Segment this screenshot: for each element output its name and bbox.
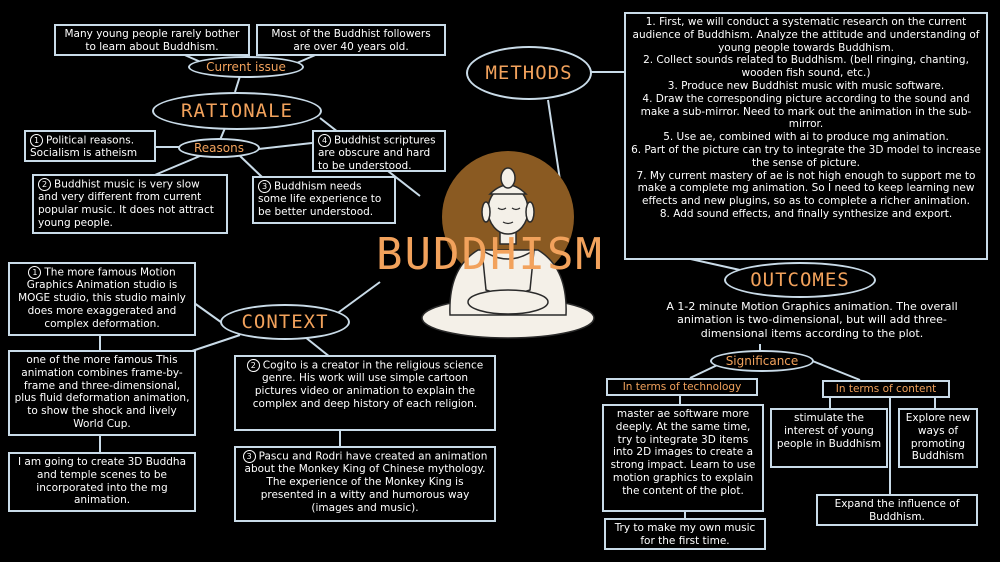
context-text: Pascu and Rodri have created an animatio… <box>244 450 488 514</box>
connector <box>304 336 331 358</box>
context-item: I am going to create 3D Buddha and templ… <box>8 452 196 512</box>
method-step: 5. Use ae, combined with ai to produce m… <box>663 131 949 144</box>
outcomes-label: OUTCOMES <box>724 262 876 298</box>
content-item: Explore new ways of promoting Buddhism <box>898 408 978 468</box>
methods-box: 1. First, we will conduct a systematic r… <box>624 12 988 260</box>
context-number: 2 <box>246 359 260 372</box>
context-item: one of the more famous This animation co… <box>8 350 196 436</box>
method-step: 7. My current mastery of ae is not high … <box>636 169 976 208</box>
method-step: 2. Collect sounds related to Buddhism. (… <box>643 54 969 80</box>
rationale-label: RATIONALE <box>152 92 322 130</box>
reason-text: Buddhism needs some life experience to b… <box>258 180 382 219</box>
reason-number: 1 <box>30 134 43 147</box>
context-text: Cogito is a creator in the religious sci… <box>252 359 484 410</box>
connector <box>809 359 861 381</box>
connector <box>547 99 561 181</box>
outcomes-summary: A 1-2 minute Motion Graphics animation. … <box>640 298 984 344</box>
context-text: one of the more famous This animation co… <box>14 354 190 430</box>
current-issue-item: Most of the Buddhist followers are over … <box>256 24 446 56</box>
significance-label: Significance <box>710 350 814 372</box>
context-label: CONTEXT <box>220 304 350 340</box>
content-item: stimulate the interest of young people i… <box>770 408 888 468</box>
technology-item: Try to make my own music for the first t… <box>604 518 766 550</box>
context-number: 1 <box>28 266 42 279</box>
connector <box>334 281 381 316</box>
technology-label: In terms of technology <box>606 378 758 396</box>
reason-text: Buddhist scriptures are obscure and hard… <box>318 134 436 172</box>
context-number: 3 <box>242 450 256 463</box>
method-step: 6. Part of the picture can try to integr… <box>631 143 981 169</box>
reasons-label: Reasons <box>178 138 260 158</box>
reason-text: Political reasons. Socialism is atheism <box>30 134 138 160</box>
method-step: 1. First, we will conduct a systematic r… <box>632 16 980 54</box>
method-step: 4. Draw the corresponding picture accord… <box>640 92 972 131</box>
content-item: Expand the influence of Buddhism. <box>816 494 978 526</box>
connector <box>149 155 201 178</box>
current-issue-label: Current issue <box>188 56 304 78</box>
content-label: In terms of content <box>822 380 950 398</box>
reason-number: 3 <box>258 180 271 193</box>
center-title: BUDDHISM <box>376 229 604 280</box>
context-text: I am going to create 3D Buddha and templ… <box>17 456 187 507</box>
current-issue-item: Many young people rarely bother to learn… <box>54 24 250 56</box>
technology-item: master ae software more deeply. At the s… <box>602 404 764 512</box>
buddha-illustration <box>421 151 595 339</box>
reason-text: Buddhist music is very slow and very dif… <box>38 178 214 229</box>
methods-label: METHODS <box>466 46 592 100</box>
connector <box>249 142 313 151</box>
reason-number: 2 <box>38 178 51 191</box>
connector <box>234 75 241 93</box>
method-step: 3. Produce new Buddhist music with music… <box>667 79 945 92</box>
reason-number: 4 <box>318 134 331 147</box>
context-text: The more famous Motion Graphics Animatio… <box>18 266 186 330</box>
method-step: 8. Add sound effects, and finally synthe… <box>659 207 953 220</box>
connector <box>239 155 263 178</box>
